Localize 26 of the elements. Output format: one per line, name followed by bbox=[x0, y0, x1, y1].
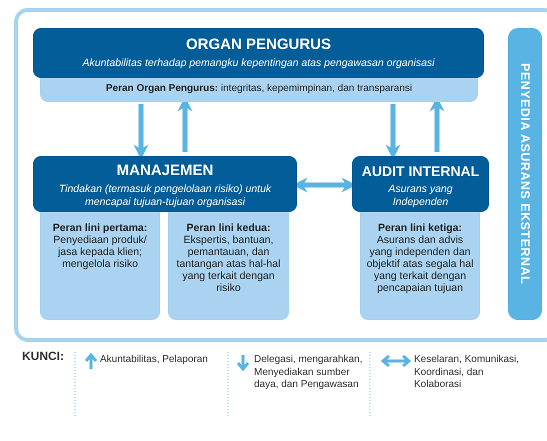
role-description: Penyediaan produk/ jasa kepada klien; mengelola risiko bbox=[52, 234, 148, 270]
role-box bbox=[168, 212, 289, 320]
header-box bbox=[33, 28, 484, 78]
role-heading: Peran lini ketiga: bbox=[376, 222, 464, 234]
legend-text: Keselaran, Komunikasi, Koordinasi, dan Kolaborasi bbox=[414, 354, 520, 392]
role-description: Ekspertis, bantuan, pemantauan, dan tantangan atas hal-hal yang terkait dengan risiko bbox=[176, 234, 282, 294]
header-title: ORGAN PENGURUS bbox=[184, 36, 332, 54]
header-subtitle: Akuntabilitas terhadap pemangku kepentingan atas pengawasan organisasi bbox=[81, 56, 436, 70]
band-title: PENYEDIA ASURANS EKSTERNAL bbox=[518, 63, 532, 285]
header-box bbox=[33, 156, 297, 212]
header-subtitle: Tindakan (termasuk pengelolaan risiko) untuk mencapai tujuan-tujuan organisasi bbox=[58, 182, 272, 209]
header-title: AUDIT INTERNAL bbox=[360, 162, 480, 180]
side-band bbox=[508, 28, 542, 320]
role-description: Asurans dan advis yang independen dan objektif atas segala hal yang terkait dengan pencapaian tujuan bbox=[366, 234, 474, 294]
role-box bbox=[40, 78, 478, 102]
header-box bbox=[352, 156, 489, 212]
role-heading: Peran lini pertama: bbox=[52, 222, 148, 234]
role-box bbox=[360, 212, 480, 320]
role-text: Peran Organ Pengurus: integritas, kepemimpinan, dan transparansi bbox=[104, 83, 414, 95]
role-box bbox=[40, 212, 160, 320]
legend-text: Delegasi, mengarahkan, Menyediakan sumber daya, dan Pengawasan bbox=[254, 354, 364, 392]
role-heading: Peran lini kedua: bbox=[185, 222, 272, 234]
legend-title: KUNCI: bbox=[22, 350, 64, 362]
legend-text: Akuntabilitas, Pelaporan bbox=[100, 354, 209, 366]
header-title: MANAJEMEN bbox=[116, 162, 214, 180]
header-subtitle: Asurans yang Independen bbox=[387, 182, 454, 209]
